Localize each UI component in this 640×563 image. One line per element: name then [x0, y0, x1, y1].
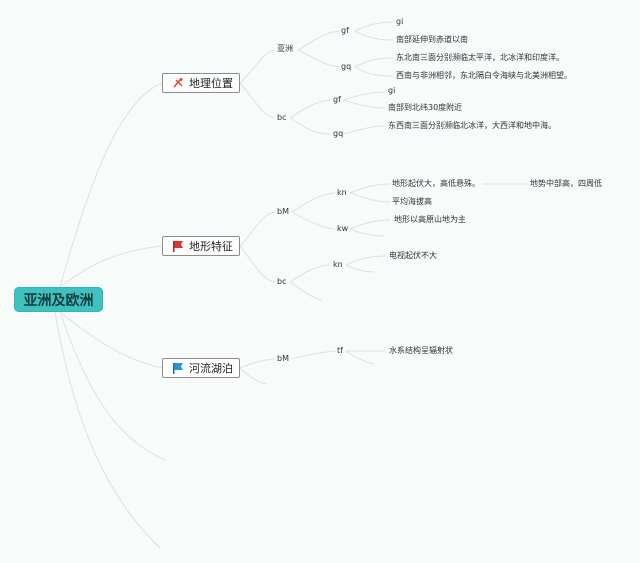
topic-geo-location[interactable]: 地理位置	[162, 73, 240, 93]
node-asia[interactable]: 亚洲	[277, 44, 293, 53]
node-bc[interactable]: bc	[277, 113, 287, 122]
node-bc-gq[interactable]: gq	[333, 129, 344, 138]
topic-rivers-lakes[interactable]: 河流湖泊	[162, 358, 240, 378]
node-asia-gq[interactable]: gq	[341, 62, 352, 71]
node-bc-gf[interactable]: gf	[333, 95, 341, 104]
node-asia-gq-2[interactable]: 西南与非洲相邻，东北隔白令海峡与北美洲相望。	[396, 71, 572, 80]
node-rivers-tf-1[interactable]: 水系结构呈辐射状	[389, 346, 453, 355]
node-asia-gf-south[interactable]: 南部延伸到赤道以南	[396, 35, 468, 44]
topic-terrain[interactable]: 地形特征	[162, 236, 240, 256]
node-terrain-kn-1b[interactable]: 地势中部高，四周低	[530, 179, 602, 188]
node-terrain-bc-kn-1[interactable]: 电视起伏不大	[389, 251, 437, 260]
node-asia-gf-gi[interactable]: gi	[396, 17, 404, 26]
node-terrain-kn-2[interactable]: 平均海拔高	[392, 197, 432, 206]
topic-terrain-label: 地形特征	[189, 240, 233, 253]
root-topic-label: 亚洲及欧洲	[23, 292, 94, 309]
node-rivers-tf[interactable]: tf	[337, 346, 343, 355]
topic-rivers-lakes-label: 河流湖泊	[189, 362, 233, 375]
node-terrain-bM[interactable]: bM	[277, 207, 289, 216]
node-asia-gf[interactable]: gf	[341, 26, 349, 35]
node-asia-gq-1[interactable]: 东北南三面分别濒临太平洋，北冰洋和印度洋。	[396, 53, 564, 62]
node-terrain-kn-1[interactable]: 地形起伏大，高低悬殊。	[392, 179, 480, 188]
tools-icon	[172, 77, 184, 89]
node-terrain-bc-kn[interactable]: kn	[333, 260, 343, 269]
node-bc-gf-south[interactable]: 南部到北纬30度附近	[388, 103, 463, 112]
topic-geo-location-label: 地理位置	[189, 77, 233, 90]
node-bc-gf-gi[interactable]: gi	[388, 86, 396, 95]
node-terrain-kn[interactable]: kn	[337, 188, 347, 197]
node-rivers-bM[interactable]: bM	[277, 354, 289, 363]
node-bc-gq-1[interactable]: 东西南三面分别濒临北冰洋，大西洋和地中海。	[388, 121, 556, 130]
node-terrain-bc[interactable]: bc	[277, 277, 287, 286]
node-terrain-kw-1[interactable]: 地形以高原山地为主	[394, 215, 466, 224]
red-flag-icon	[172, 240, 184, 252]
root-topic[interactable]: 亚洲及欧洲	[14, 287, 103, 312]
node-terrain-kw[interactable]: kw	[337, 224, 349, 233]
blue-flag-icon	[172, 362, 184, 374]
